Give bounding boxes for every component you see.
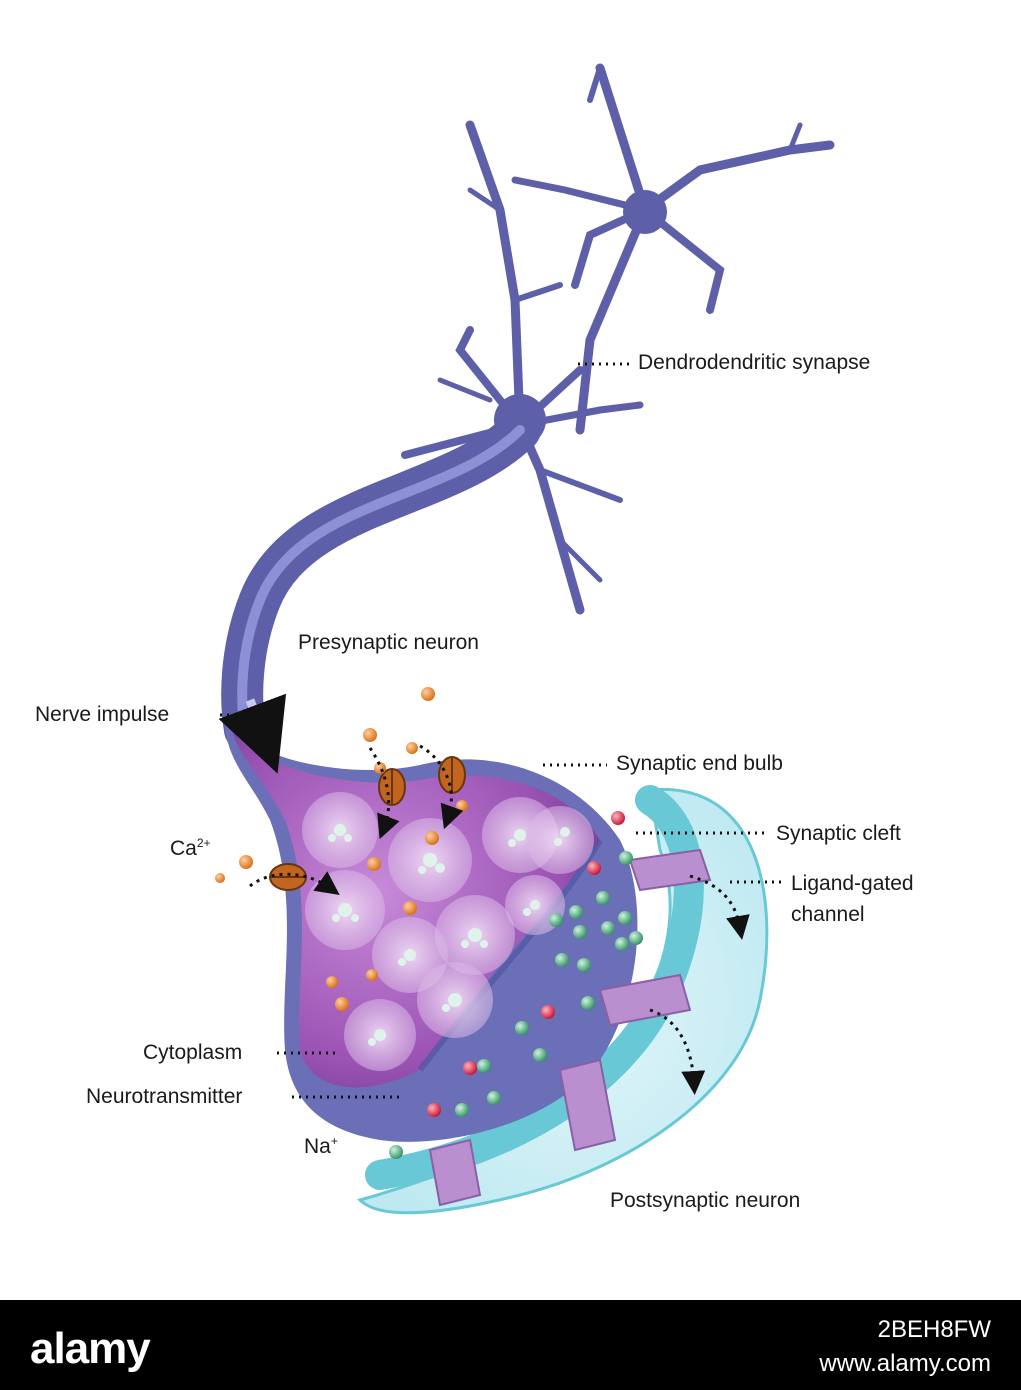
sodium-ion xyxy=(427,1103,441,1117)
sodium-symbol: Na xyxy=(304,1135,331,1158)
sodium-ion xyxy=(541,1005,555,1019)
calcium-ion xyxy=(456,800,468,812)
ligand-gated-channels xyxy=(428,848,712,1207)
label-synaptic-cleft: Synaptic cleft xyxy=(776,822,901,845)
calcium-ion xyxy=(335,997,349,1011)
leader-lines xyxy=(220,362,785,1099)
label-dendrodendritic-synapse: Dendrodendritic synapse xyxy=(638,351,871,374)
ligand-gated-channel xyxy=(598,973,692,1027)
image-id: 2BEH8FW xyxy=(877,1316,991,1343)
sodium-ion xyxy=(611,811,625,825)
calcium-ion xyxy=(406,742,418,754)
label-neurotransmitter: Neurotransmitter xyxy=(86,1085,243,1108)
calcium-ion xyxy=(363,728,377,742)
ligand-gated-channel xyxy=(628,848,712,892)
site-url: www.alamy.com xyxy=(819,1350,991,1377)
calcium-ion xyxy=(239,855,253,869)
dendrites xyxy=(401,63,835,615)
neurotransmitter-molecules xyxy=(389,851,643,1159)
watermark-footer: alamy 2BEH8FW www.alamy.com xyxy=(0,1300,1021,1390)
calcium-ion xyxy=(403,901,417,915)
label-ligand-gated-channel-line2: channel xyxy=(791,903,865,926)
calcium-ions xyxy=(215,687,468,1011)
sodium-ions xyxy=(427,811,625,1117)
label-calcium-ion: Ca2+ xyxy=(170,837,211,859)
calcium-channel xyxy=(378,768,406,806)
label-sodium-ion: Na+ xyxy=(304,1135,338,1157)
calcium-channel xyxy=(269,863,307,891)
calcium-channels xyxy=(269,756,466,891)
label-synaptic-end-bulb: Synaptic end bulb xyxy=(616,752,783,775)
calcium-symbol: Ca xyxy=(170,837,197,860)
label-ligand-gated-channel-line1: Ligand-gated xyxy=(791,872,914,895)
label-presynaptic-neuron: Presynaptic neuron xyxy=(298,631,479,654)
ion-flow-arrows xyxy=(249,744,750,1095)
calcium-ion xyxy=(326,976,338,988)
calcium-charge: 2+ xyxy=(196,836,211,850)
label-nerve-impulse: Nerve impulse xyxy=(35,703,170,726)
synapse-illustration xyxy=(215,63,835,1215)
calcium-ion xyxy=(366,969,378,981)
alamy-logo: alamy xyxy=(30,1324,151,1373)
synapse-diagram: Dendrodendritic synapse Presynaptic neur… xyxy=(35,63,914,1215)
axon xyxy=(221,409,541,751)
calcium-channel xyxy=(438,756,466,794)
sodium-charge: + xyxy=(330,1134,338,1148)
sodium-ion xyxy=(587,861,601,875)
calcium-ion xyxy=(421,687,435,701)
calcium-ion xyxy=(367,857,381,871)
label-postsynaptic-neuron: Postsynaptic neuron xyxy=(610,1189,801,1212)
ligand-gated-channel xyxy=(558,1058,617,1152)
ligand-gated-channel xyxy=(428,1138,482,1207)
calcium-ion xyxy=(215,873,225,883)
sodium-ion xyxy=(463,1061,477,1075)
nerve-impulse-arrow xyxy=(218,693,287,774)
vesicle-contents xyxy=(328,824,570,1046)
label-cytoplasm: Cytoplasm xyxy=(143,1041,243,1064)
calcium-ion xyxy=(425,831,439,845)
upper-neuron-soma xyxy=(623,190,667,234)
